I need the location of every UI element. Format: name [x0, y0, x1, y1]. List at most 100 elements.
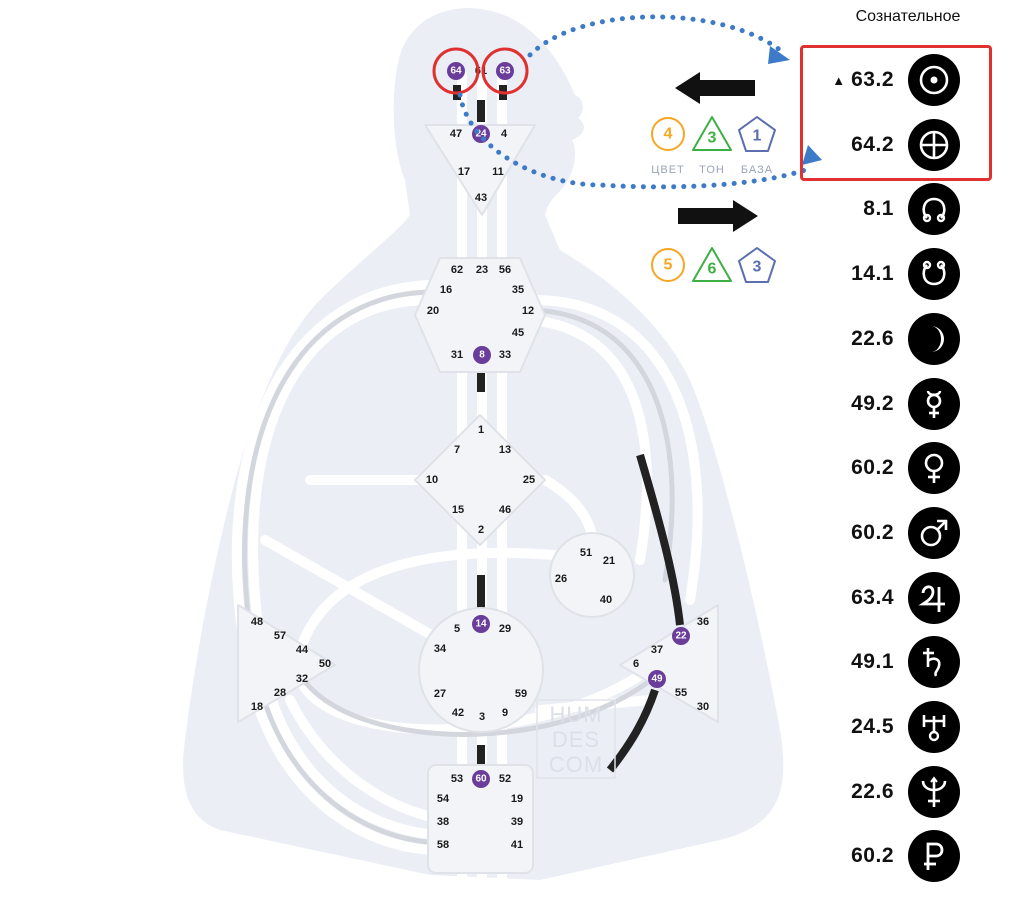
planet-gate-line: 60.2 [851, 844, 894, 868]
gate-12-throat[interactable]: 12 [522, 305, 534, 317]
gate-27-sacral[interactable]: 27 [434, 688, 446, 700]
gate-21-ego[interactable]: 21 [603, 555, 615, 567]
svg-text:19: 19 [511, 793, 523, 805]
gate-28-spleen[interactable]: 28 [274, 687, 286, 699]
planet-row[interactable]: 60.2 [800, 440, 960, 496]
svg-text:8: 8 [479, 350, 485, 361]
gate-41-root[interactable]: 41 [511, 839, 523, 851]
gate-56-throat[interactable]: 56 [499, 264, 511, 276]
gate-9-sacral[interactable]: 9 [502, 707, 508, 719]
gate-54-root[interactable]: 54 [437, 793, 450, 805]
gate-2-g[interactable]: 2 [478, 524, 484, 536]
svg-text:4: 4 [501, 128, 508, 140]
center-spleen[interactable] [237, 604, 336, 723]
svg-text:47: 47 [450, 128, 462, 140]
svg-text:58: 58 [437, 839, 449, 851]
gate-47-ajna[interactable]: 47 [450, 128, 462, 140]
planet-row[interactable]: 14.1 [800, 246, 960, 302]
gate-39-root[interactable]: 39 [511, 816, 523, 828]
svg-text:7: 7 [454, 444, 460, 456]
gate-23-throat[interactable]: 23 [476, 264, 488, 276]
planet-row[interactable]: 49.1 [800, 634, 960, 690]
gate-15-g[interactable]: 15 [452, 504, 464, 516]
gate-63-head[interactable]: 63 [496, 62, 514, 80]
svg-text:9: 9 [502, 707, 508, 719]
gate-22-solar[interactable]: 22 [672, 627, 690, 645]
center-throat[interactable] [414, 257, 546, 373]
center-sacral[interactable] [418, 607, 544, 733]
planet-row[interactable]: ▲63.2 [800, 52, 960, 108]
gate-19-root[interactable]: 19 [511, 793, 523, 805]
gate-17-ajna[interactable]: 17 [458, 166, 470, 178]
gate-49-solar[interactable]: 49 [648, 670, 666, 688]
pluto-icon [908, 830, 960, 883]
gate-59-sacral[interactable]: 59 [515, 688, 527, 700]
gate-44-spleen[interactable]: 44 [296, 644, 309, 656]
svg-text:44: 44 [296, 644, 309, 656]
gate-6-solar[interactable]: 6 [633, 658, 639, 670]
svg-text:53: 53 [451, 773, 463, 785]
gate-50-spleen[interactable]: 50 [319, 658, 331, 670]
gate-48-spleen[interactable]: 48 [251, 616, 263, 628]
planet-row[interactable]: 24.5 [800, 699, 960, 755]
gate-26-ego[interactable]: 26 [555, 573, 567, 585]
svg-text:5: 5 [664, 257, 673, 274]
center-ajna[interactable] [424, 124, 536, 216]
gate-46-g[interactable]: 46 [499, 504, 511, 516]
gate-20-throat[interactable]: 20 [427, 305, 439, 317]
svg-text:1: 1 [753, 128, 762, 145]
gate-3-sacral[interactable]: 3 [479, 711, 485, 723]
gate-42-sacral[interactable]: 42 [452, 707, 464, 719]
gate-53-root[interactable]: 53 [451, 773, 463, 785]
gate-4-ajna[interactable]: 4 [501, 128, 508, 140]
gate-13-g[interactable]: 13 [499, 444, 511, 456]
gate-16-throat[interactable]: 16 [440, 284, 452, 296]
gate-7-g[interactable]: 7 [454, 444, 460, 456]
center-g[interactable] [414, 414, 546, 546]
gate-51-ego[interactable]: 51 [580, 547, 592, 559]
svg-text:35: 35 [512, 284, 524, 296]
gate-25-g[interactable]: 25 [523, 474, 535, 486]
gate-5-sacral[interactable]: 5 [454, 623, 460, 635]
planet-row[interactable]: 60.2 [800, 828, 960, 884]
gate-58-root[interactable]: 58 [437, 839, 449, 851]
svg-text:43: 43 [475, 192, 487, 204]
center-root[interactable] [427, 764, 534, 874]
gate-60-root[interactable]: 60 [472, 770, 490, 788]
gate-55-solar[interactable]: 55 [675, 687, 687, 699]
gate-64-head[interactable]: 64 [447, 62, 465, 80]
planet-row[interactable]: 63.4 [800, 570, 960, 626]
planet-row[interactable]: 22.6 [800, 311, 960, 367]
gate-45-throat[interactable]: 45 [512, 327, 524, 339]
gate-10-g[interactable]: 10 [426, 474, 438, 486]
gate-18-spleen[interactable]: 18 [251, 701, 263, 713]
gate-36-solar[interactable]: 36 [697, 616, 709, 628]
gate-62-throat[interactable]: 62 [451, 264, 463, 276]
planet-row[interactable]: 64.2 [800, 117, 960, 173]
gate-43-ajna[interactable]: 43 [475, 192, 487, 204]
gate-35-throat[interactable]: 35 [512, 284, 524, 296]
gate-37-solar[interactable]: 37 [651, 644, 663, 656]
planet-row[interactable]: 49.2 [800, 376, 960, 432]
gate-14-sacral[interactable]: 14 [472, 615, 490, 633]
gate-57-spleen[interactable]: 57 [274, 630, 286, 642]
gate-1-g[interactable]: 1 [478, 424, 484, 436]
gate-8-throat[interactable]: 8 [473, 346, 491, 364]
gate-32-spleen[interactable]: 32 [296, 673, 308, 685]
gate-24-ajna[interactable]: 24 [472, 125, 490, 143]
gate-33-throat[interactable]: 33 [499, 349, 511, 361]
center-solar-plexus[interactable] [619, 604, 719, 723]
gate-31-throat[interactable]: 31 [451, 349, 463, 361]
planet-row[interactable]: 22.6 [800, 764, 960, 820]
arrow-right-icon [678, 200, 758, 232]
gate-34-sacral[interactable]: 34 [434, 643, 447, 655]
gate-11-ajna[interactable]: 11 [492, 166, 504, 178]
planet-row[interactable]: 8.1 [800, 181, 960, 237]
gate-38-root[interactable]: 38 [437, 816, 449, 828]
center-ego[interactable] [549, 532, 635, 618]
planet-row[interactable]: 60.2 [800, 505, 960, 561]
gate-30-solar[interactable]: 30 [697, 701, 709, 713]
gate-52-root[interactable]: 52 [499, 773, 511, 785]
gate-40-ego[interactable]: 40 [600, 594, 612, 606]
gate-29-sacral[interactable]: 29 [499, 623, 511, 635]
